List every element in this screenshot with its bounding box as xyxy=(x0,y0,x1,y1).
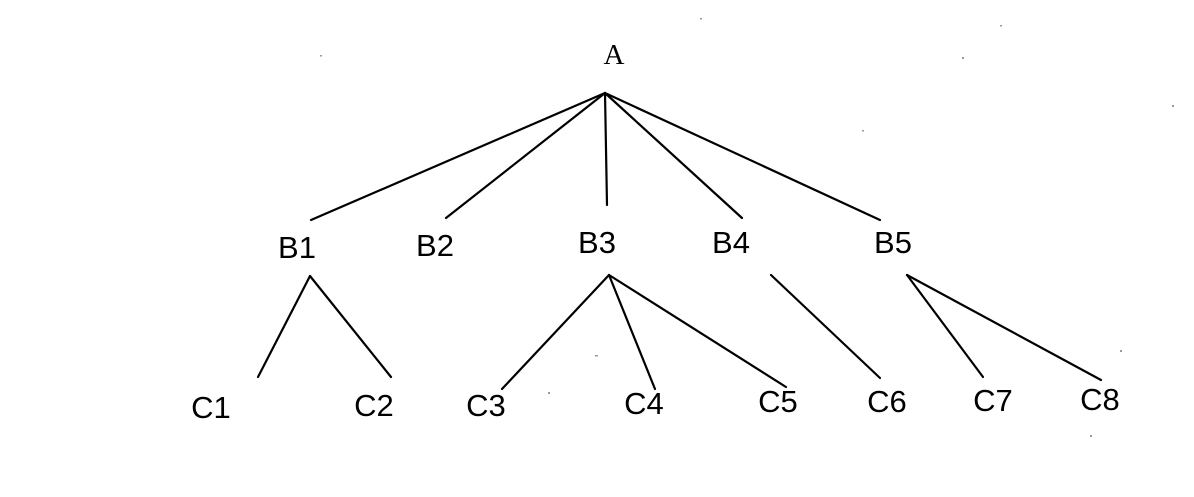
tree-edges xyxy=(256,91,1103,391)
speck xyxy=(595,355,598,357)
edge-b4-c6 xyxy=(769,273,882,380)
speck xyxy=(320,55,322,57)
node-label-b4: B4 xyxy=(712,225,750,260)
node-label-a: A xyxy=(604,39,625,71)
node-label-c1: C1 xyxy=(191,390,231,425)
node-label-b5: B5 xyxy=(874,225,912,260)
speck xyxy=(1120,350,1122,352)
edge-a-b2 xyxy=(444,91,607,220)
edge-b1-c1 xyxy=(256,274,312,379)
node-label-c8: C8 xyxy=(1080,382,1120,417)
speck xyxy=(1090,435,1092,437)
speck xyxy=(962,57,964,59)
node-label-c6: C6 xyxy=(867,384,907,419)
node-label-c7: C7 xyxy=(973,383,1013,418)
node-label-c5: C5 xyxy=(758,384,798,419)
edge-a-b5 xyxy=(603,91,882,222)
node-label-c3: C3 xyxy=(466,388,506,423)
speck xyxy=(1172,105,1174,107)
node-label-c2: C2 xyxy=(354,388,394,423)
edge-b3-c5 xyxy=(607,273,788,389)
speck xyxy=(548,392,550,394)
edge-b1-c2 xyxy=(308,274,393,379)
edge-b3-c3 xyxy=(500,273,611,391)
edge-b3-c4 xyxy=(607,273,657,391)
edge-a-b4 xyxy=(603,91,744,220)
speck xyxy=(862,130,864,132)
scan-specks xyxy=(320,18,1174,437)
node-label-b3: B3 xyxy=(578,225,616,260)
edge-a-b3 xyxy=(603,91,609,207)
edge-b5-c8 xyxy=(905,273,1103,382)
edge-a-b1 xyxy=(309,91,607,222)
speck xyxy=(1000,25,1002,27)
node-label-c4: C4 xyxy=(624,386,664,421)
node-label-b1: B1 xyxy=(278,230,316,265)
speck xyxy=(700,18,702,20)
node-label-b2: B2 xyxy=(416,228,454,263)
edge-b5-c7 xyxy=(905,273,985,379)
